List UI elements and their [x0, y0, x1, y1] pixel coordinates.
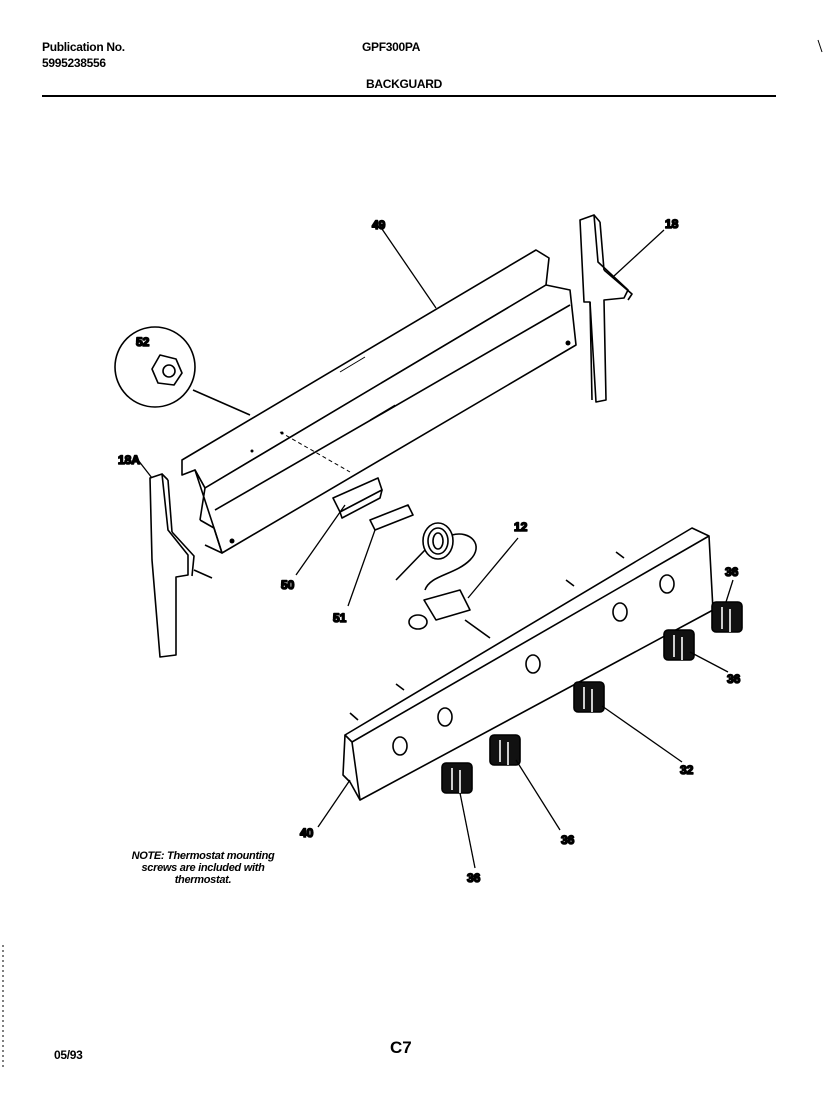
leader-lines: [137, 228, 734, 869]
knob-5: [711, 601, 743, 633]
publication-label: Publication No.: [42, 40, 125, 54]
knob-4: [663, 629, 695, 661]
page-code: C7: [390, 1038, 412, 1057]
callout-12: 12: [514, 520, 528, 534]
callout-36-lower: 36: [561, 833, 575, 847]
callout-32: 32: [680, 763, 694, 777]
publication-number: 5995238556: [42, 56, 106, 70]
callout-49: 49: [372, 218, 386, 232]
callout-36-top: 36: [725, 565, 739, 579]
thermostat-note: NOTE: Thermostat mounting screws are inc…: [118, 850, 288, 886]
clip-and-label: [279, 431, 414, 531]
callout-36-right: 36: [727, 672, 741, 686]
callout-51: 51: [333, 611, 347, 625]
callout-40: 40: [300, 826, 314, 840]
knob-3: [573, 681, 605, 713]
nut-detail: [114, 326, 251, 416]
note-line-2: screws are included with: [141, 862, 265, 874]
footer-date: 05/93: [54, 1048, 83, 1062]
control-panel: [342, 527, 714, 801]
section-title: BACKGUARD: [366, 77, 442, 91]
callout-18a: 18A: [118, 453, 140, 467]
scan-edge-marks: [2, 39, 823, 1070]
callout-50: 50: [281, 578, 295, 592]
callout-36-bottom: 36: [467, 871, 481, 885]
thermostat: [395, 522, 491, 639]
knob-1: [441, 762, 473, 794]
control-knobs: [441, 601, 743, 794]
end-panel-right: [579, 214, 633, 403]
backguard-panel: [181, 249, 577, 554]
header-rule: [42, 95, 776, 97]
end-panel-left: [149, 473, 213, 658]
note-line-3: thermostat.: [174, 874, 232, 886]
callout-52: 52: [136, 335, 150, 349]
note-line-1: NOTE: Thermostat mounting: [131, 850, 275, 862]
model-number: GPF300PA: [362, 40, 421, 54]
knob-2: [489, 734, 521, 766]
callout-18: 18: [665, 217, 679, 231]
